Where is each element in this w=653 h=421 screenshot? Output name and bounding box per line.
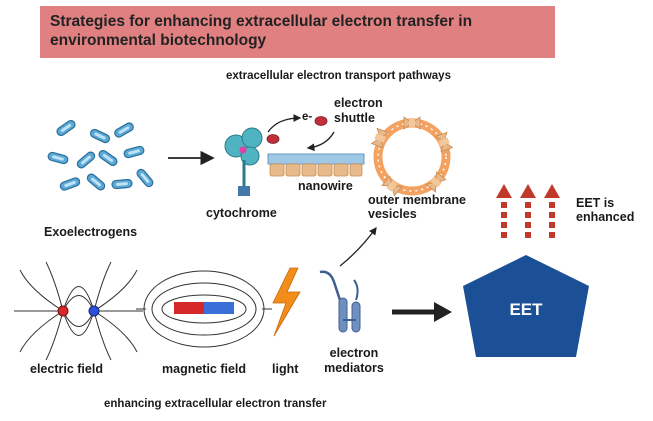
outer-membrane-vesicle-icon — [371, 116, 453, 197]
mediator-to-vesicle-arrow — [339, 226, 377, 267]
bottom-caption: enhancing extracellular electron transfe… — [104, 398, 327, 410]
cytochrome-label: cytochrome — [206, 206, 277, 220]
exoelectrogens-cluster-icon — [46, 118, 156, 193]
nanowire-icon — [267, 153, 365, 177]
outer-membrane-vesicles-label: outer membrane vesicles — [368, 193, 466, 221]
electron-shuttle-icon — [266, 114, 335, 152]
electric-field-label: electric field — [30, 362, 103, 376]
electric-field-icon — [14, 261, 143, 361]
electron-mediator-icon — [319, 270, 361, 333]
eet-arrowhead — [434, 302, 452, 322]
exoelectrogens-label: Exoelectrogens — [44, 225, 138, 239]
magnetic-field-icon — [136, 270, 272, 348]
light-label: light — [272, 362, 299, 376]
electron-mediators-label: electron mediators — [324, 346, 384, 375]
magnetic-field-label: magnetic field — [162, 362, 247, 376]
electron-shuttle-label: electron shuttle — [334, 96, 383, 125]
eet-pentagon — [463, 255, 589, 357]
electron-symbol-label: e- — [302, 111, 313, 123]
cytochrome-icon — [224, 127, 263, 196]
enhanced-arrows-icon — [496, 184, 560, 238]
nanowire-label: nanowire — [298, 179, 353, 193]
pathways-heading: extracellular electron transport pathway… — [226, 70, 451, 82]
eet-enhanced-label: EET is enhanced — [576, 196, 635, 224]
eet-label: EET — [509, 300, 543, 319]
diagram-title: Strategies for enhancing extracellular e… — [50, 13, 473, 49]
title-banner: Strategies for enhancing extracellular e… — [40, 6, 555, 58]
lightning-icon — [272, 267, 301, 337]
